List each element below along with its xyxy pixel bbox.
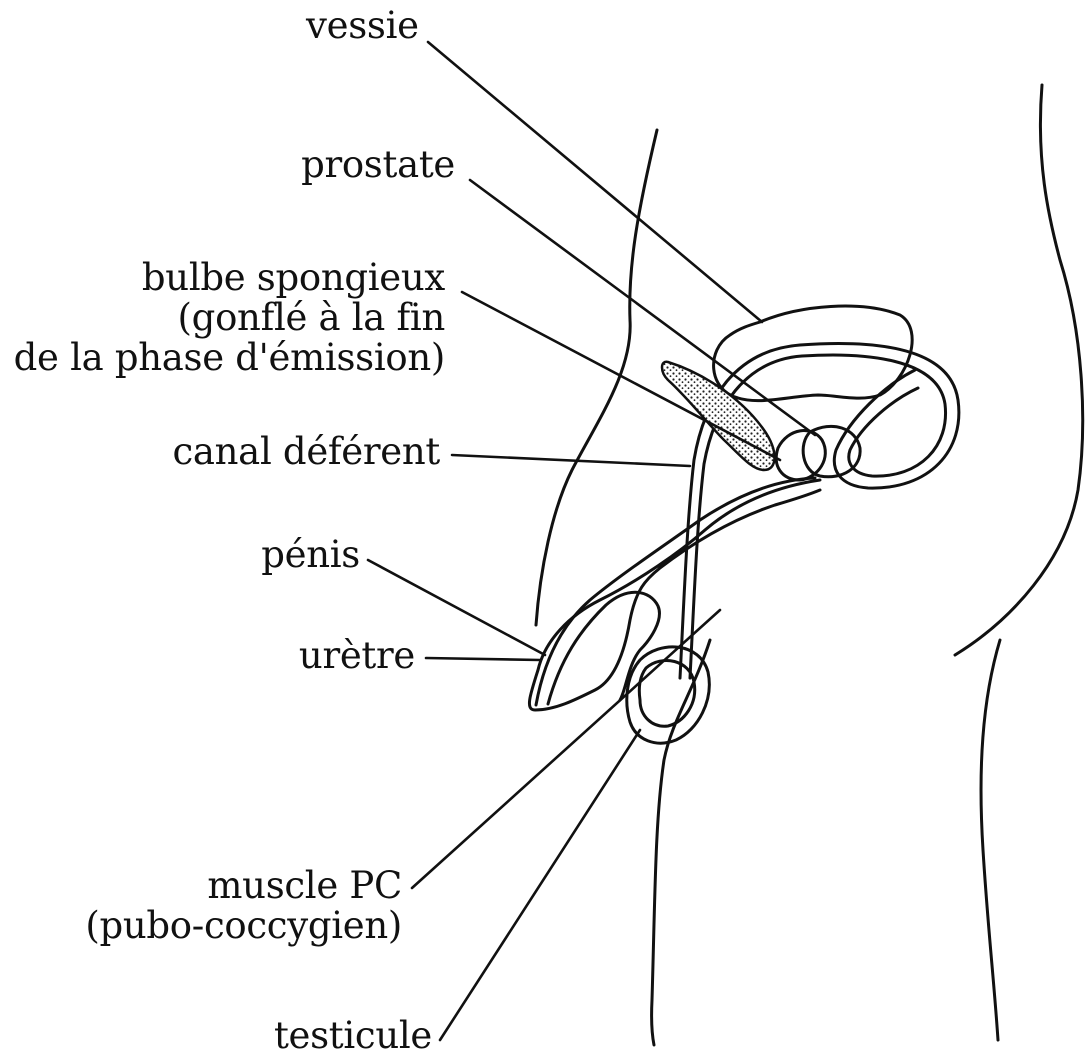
label-bulbe-spongieux: bulbe spongieux (gonflé à la fin de la p… <box>0 258 445 378</box>
bulb-spongiosum <box>776 431 825 480</box>
label-penis-text: pénis <box>246 535 360 575</box>
label-bulbe-line3: de la phase d'émission) <box>0 338 445 378</box>
leader-canal <box>452 455 690 466</box>
label-canal-text: canal déférent <box>150 432 440 472</box>
label-uretre-text: urètre <box>290 636 415 676</box>
label-muscle-line1: muscle PC <box>40 866 402 906</box>
label-penis: pénis <box>246 535 360 575</box>
testicle <box>639 660 694 726</box>
label-uretre: urètre <box>290 636 415 676</box>
penis-outer <box>529 480 820 710</box>
back-outline <box>955 85 1083 655</box>
label-bulbe-line1: bulbe spongieux <box>0 258 445 298</box>
leader-testicule <box>440 730 640 1040</box>
label-testicule: testicule <box>270 1016 432 1056</box>
thigh-back-outline <box>981 640 1000 1040</box>
leader-prostate <box>470 180 815 435</box>
label-muscle-line2: (pubo-coccygien) <box>40 906 402 946</box>
thigh-front-outline <box>652 640 710 1045</box>
leader-uretre <box>426 658 540 660</box>
penis-inner <box>548 592 659 704</box>
label-prostate-text: prostate <box>280 145 455 185</box>
urethra <box>536 478 815 705</box>
label-prostate: prostate <box>280 145 455 185</box>
label-vessie-text: vessie <box>306 6 414 46</box>
label-vessie: vessie <box>306 6 414 46</box>
pc-muscle <box>662 362 775 470</box>
bladder <box>714 306 913 401</box>
abdomen-outline <box>536 130 657 625</box>
label-bulbe-line2: (gonflé à la fin <box>0 298 445 338</box>
leader-vessie <box>428 42 762 322</box>
label-muscle-pc: muscle PC (pubo-coccygien) <box>40 866 402 946</box>
label-canal-deferent: canal déférent <box>150 432 440 472</box>
label-testicule-text: testicule <box>270 1016 432 1056</box>
